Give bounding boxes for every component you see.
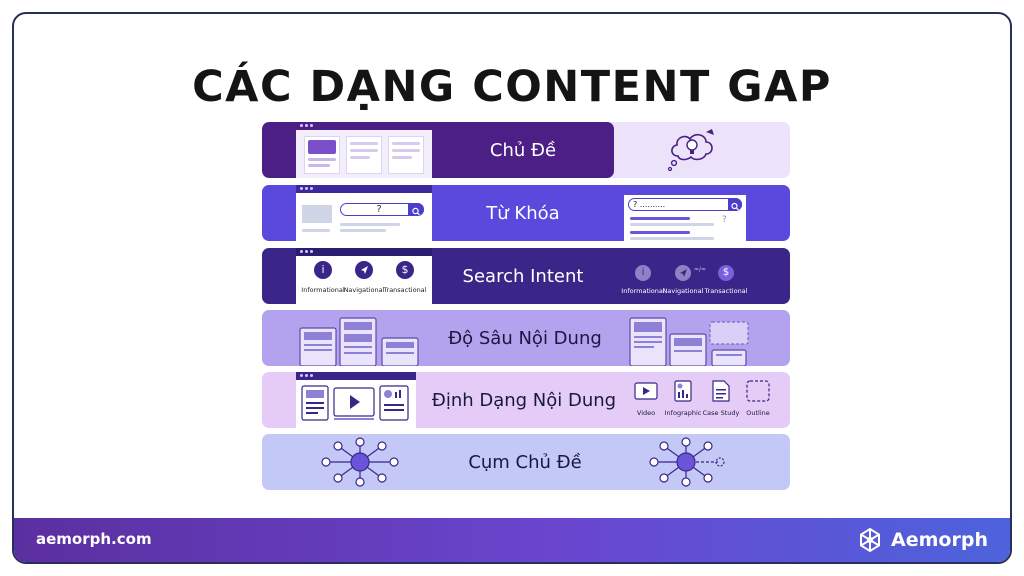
row-label: Chủ Đề [489, 139, 557, 161]
intent-label: Transactional [383, 286, 427, 294]
footer: aemorph.com Aemorph [14, 518, 1010, 562]
intent-label: Transactional [704, 287, 748, 295]
row-dinh-dang-noi-dung: Định Dạng Nội Dung Video Infographic Cas… [262, 372, 790, 428]
thought-bubble-lightbulb-icon [667, 129, 714, 172]
infographic-icon [674, 380, 692, 402]
search-icon [408, 203, 424, 216]
row-label: Cụm Chủ Đề [468, 451, 582, 473]
page-title: CÁC DẠNG CONTENT GAP [192, 62, 832, 112]
intent-label: Informational [621, 287, 665, 295]
intent-label: Navigational [662, 287, 704, 295]
row-label: Từ Khóa [486, 202, 560, 224]
navigation-icon [675, 265, 691, 281]
row-search-intent: i $ Informational Navigational Transacti… [262, 248, 790, 304]
intent-page-mockup: i $ Informational Navigational Transacti… [296, 248, 432, 304]
content-depth-comparison-icon [629, 317, 749, 366]
dollar-icon: $ [718, 265, 734, 281]
stacked-documents-icon [299, 317, 419, 366]
topic-cluster-icon [321, 437, 399, 487]
navigation-icon [355, 261, 373, 279]
row-cum-chu-de: Cụm Chủ Đề [262, 434, 790, 490]
slide-frame: CÁC DẠNG CONTENT GAP Chủ Đề [12, 12, 1012, 564]
incomplete-topic-cluster-icon [649, 437, 725, 487]
format-label: Video [636, 409, 656, 417]
row-label: Định Dạng Nội Dung [431, 389, 617, 411]
format-label: Outline [746, 409, 770, 417]
search-page-mockup: ? [296, 185, 432, 241]
outline-icon [746, 380, 770, 402]
aemorph-logo-icon [860, 527, 881, 553]
format-label: Case Study [702, 409, 740, 417]
row-chu-de: Chủ Đề [262, 122, 790, 178]
question-mark-icon: ? [722, 215, 727, 225]
footer-url[interactable]: aemorph.com [36, 530, 152, 548]
video-icon [634, 382, 658, 400]
row-label: Search Intent [462, 265, 584, 287]
search-results-mockup: ? .......... ? [624, 195, 746, 241]
row-label: Độ Sâu Nội Dung [448, 327, 602, 349]
search-icon [728, 198, 742, 211]
row-do-sau-noi-dung: Độ Sâu Nội Dung [262, 310, 790, 366]
row-tu-khoa: ? Từ Khóa ? .......... ? [262, 185, 790, 241]
compare-icon: ≈/≈ [694, 266, 707, 273]
format-page-mockup [296, 372, 416, 428]
intent-label: Navigational [343, 286, 385, 294]
search-results-query: ? .......... [633, 200, 666, 209]
webpage-mockup [296, 122, 432, 178]
dollar-icon: $ [396, 261, 414, 279]
case-study-icon [712, 380, 730, 402]
intent-label: Informational [301, 286, 345, 294]
brand-name: Aemorph [891, 529, 988, 551]
brand-logo: Aemorph [857, 527, 988, 553]
search-query-text: ? [376, 204, 382, 215]
info-icon: i [314, 261, 332, 279]
format-label: Infographic [664, 409, 702, 417]
info-icon: i [635, 265, 651, 281]
